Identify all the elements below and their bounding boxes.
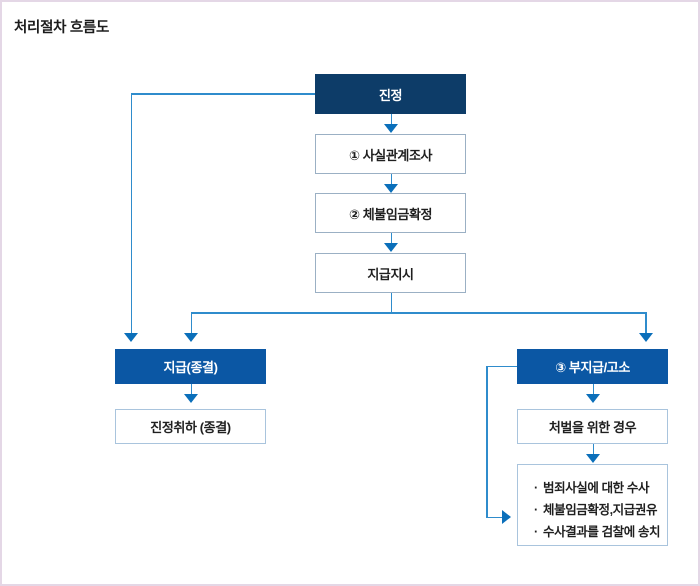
node-wage-confirm[interactable]: ② 체불임금확정 [315, 193, 466, 233]
connector-bus-to-nonpayment [645, 312, 647, 334]
arrow-bus-to-payment-closed [184, 333, 199, 342]
connector-fact-survey-to-wage-confirm [390, 174, 393, 186]
connector-complaint-bypass-down [130, 93, 133, 334]
list-item: 범죄사실에 대한 수사 [534, 477, 667, 499]
arrow-punish-to-investigation [586, 454, 601, 463]
page-title: 처리절차 흐름도 [14, 20, 110, 36]
node-nonpayment[interactable]: ③ 부지급/고소 [517, 349, 668, 384]
connector-nonpayment-bypass-down [486, 365, 488, 518]
connector-nonpayment-bypass-bottom [486, 516, 504, 519]
node-complaint[interactable]: 진정 [315, 74, 466, 114]
connector-bus-to-payment-closed [190, 312, 193, 334]
connector-payment-closed-to-withdraw [190, 384, 193, 396]
connector-nonpayment-to-punish [592, 384, 595, 396]
arrow-wage-confirm-to-payment-order [384, 243, 399, 252]
node-investigation-steps[interactable]: 범죄사실에 대한 수사 체불임금확정,지급권유 수사결과를 검찰에 송치 [517, 464, 668, 546]
node-payment-order[interactable]: 지급지시 [315, 253, 466, 293]
arrow-nonpayment-to-punish [586, 394, 601, 403]
node-punish-case[interactable]: 처벌을 위한 경우 [517, 409, 668, 444]
node-payment-closed[interactable]: 지급(종결) [115, 349, 266, 384]
list-item: 체불임금확정,지급권유 [534, 499, 667, 521]
arrow-payment-closed-to-withdraw [184, 394, 199, 403]
connector-wage-confirm-to-payment-order [390, 233, 393, 245]
arrow-complaint-to-payment-closed [124, 333, 139, 342]
arrow-bus-to-nonpayment [639, 333, 654, 342]
node-fact-survey[interactable]: ① 사실관계조사 [315, 134, 466, 174]
connector-split-bus [190, 312, 647, 314]
connector-complaint-to-fact-survey [390, 114, 393, 126]
list-item: 수사결과를 검찰에 송치 [534, 521, 667, 543]
arrow-fact-survey-to-wage-confirm [384, 184, 399, 193]
node-withdraw-closed[interactable]: 진정취하 (종결) [115, 409, 266, 444]
connector-nonpayment-bypass-top [486, 365, 519, 368]
connector-complaint-bypass-top [130, 93, 316, 95]
arrow-nonpayment-to-investigation [502, 510, 511, 525]
connector-payment-order-stem [390, 293, 393, 313]
arrow-complaint-to-fact-survey [384, 124, 399, 133]
connector-punish-to-investigation [592, 444, 595, 456]
